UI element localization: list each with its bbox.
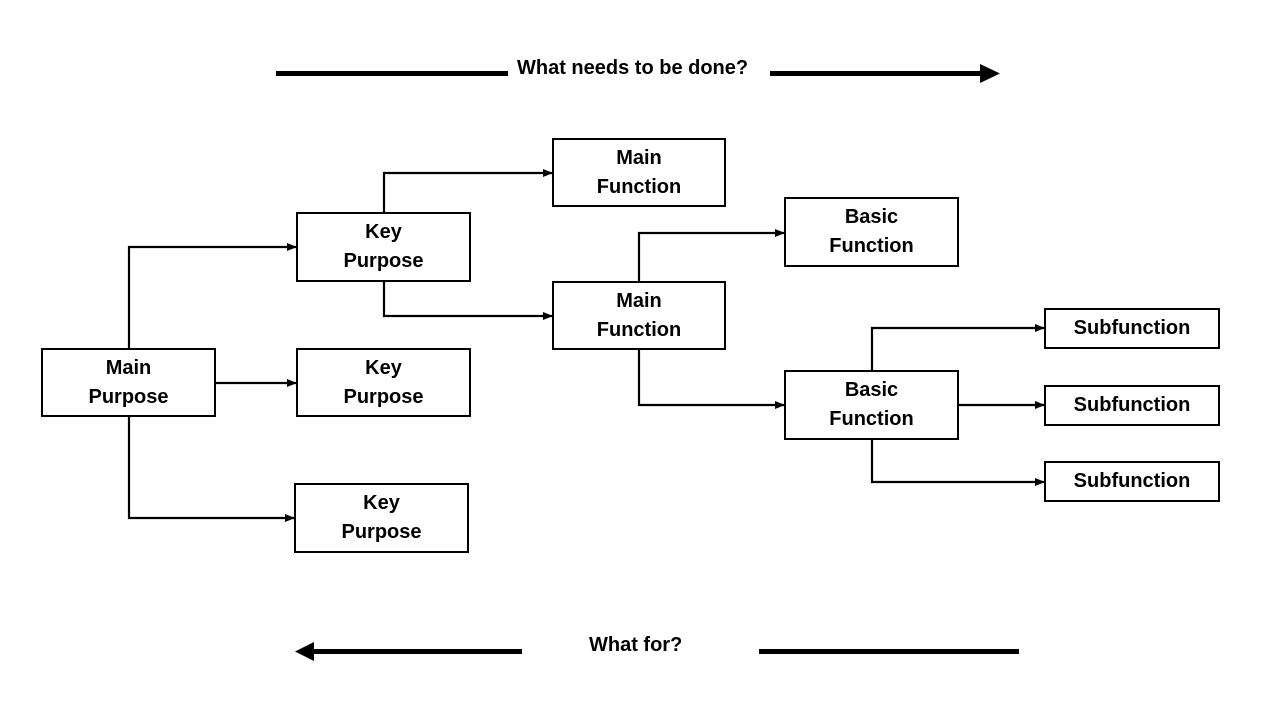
basic-function-label-top: Basic Function — [829, 206, 914, 257]
connector-basic-function-to-subfunction-bottom — [870, 439, 1045, 486]
subfunction-label-bottom: Subfunction — [1073, 470, 1191, 492]
connector-key-purpose-to-main-function-top — [382, 169, 553, 213]
bottom-direction-arrow — [295, 642, 1019, 661]
connector-main-purpose-to-key-purpose-bottom — [127, 416, 295, 522]
basic-function-label-bottom: Basic Function — [829, 379, 914, 430]
top-arrow-label: What needs to be done? — [517, 57, 749, 79]
main-function-label-top: Main Function — [596, 146, 682, 198]
top-direction-arrow — [276, 64, 1000, 83]
main-function-box-middle: Main Function — [552, 281, 726, 350]
key-purpose-label-top: Key Purpose — [343, 221, 424, 272]
main-function-box-top: Main Function — [552, 138, 726, 207]
basic-function-box-bottom: Basic Function — [784, 370, 959, 440]
key-purpose-box-middle: Key Purpose — [296, 348, 471, 417]
subfunction-label-top: Subfunction — [1073, 317, 1191, 339]
subfunction-box-middle: Subfunction — [1044, 385, 1220, 426]
key-purpose-label-middle: Key Purpose — [343, 356, 424, 408]
subfunction-label-middle: Subfunction — [1073, 394, 1191, 416]
key-purpose-box-bottom: Key Purpose — [294, 483, 469, 553]
connector-basic-function-to-subfunction-top — [870, 324, 1045, 372]
connector-main-function-to-basic-function-top — [637, 229, 785, 283]
connector-key-purpose-to-main-function-middle — [382, 281, 553, 320]
connector-main-purpose-to-key-purpose-top — [127, 243, 297, 350]
main-function-label-middle: Main Function — [596, 289, 682, 341]
main-purpose-box: Main Purpose — [41, 348, 216, 417]
key-purpose-box-top: Key Purpose — [296, 212, 471, 282]
bottom-arrow-label: What for? — [589, 634, 683, 656]
subfunction-box-top: Subfunction — [1044, 308, 1220, 349]
key-purpose-label-bottom: Key Purpose — [341, 492, 422, 543]
basic-function-box-top: Basic Function — [784, 197, 959, 267]
connector-main-function-to-basic-function-bottom — [637, 349, 785, 409]
subfunction-box-bottom: Subfunction — [1044, 461, 1220, 502]
main-purpose-label: Main Purpose — [88, 356, 169, 408]
